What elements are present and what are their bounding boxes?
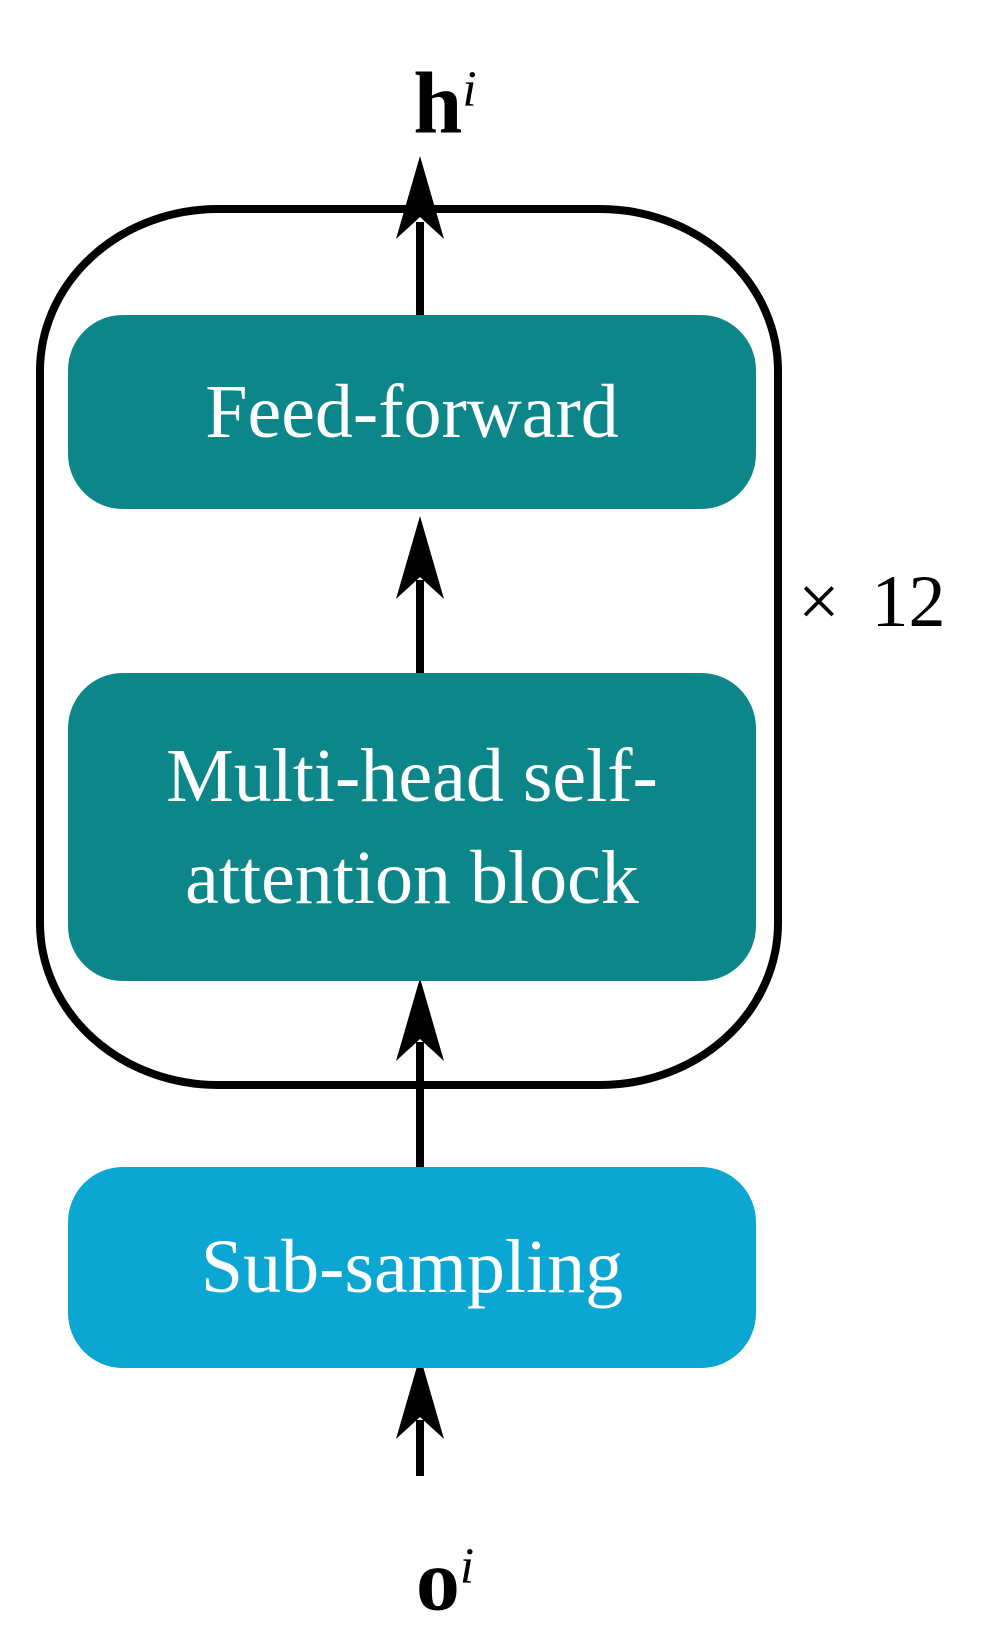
arrow-head-icon bbox=[396, 978, 444, 1061]
input-superscript: i bbox=[459, 1539, 475, 1595]
output-label: hi bbox=[295, 46, 595, 149]
attention-label-line2: attention block bbox=[185, 836, 639, 920]
input-symbol: o bbox=[415, 1532, 460, 1630]
arrow-attention-to-feedforward bbox=[396, 516, 444, 678]
input-label: oi bbox=[295, 1523, 595, 1626]
output-symbol: h bbox=[413, 55, 463, 153]
arrow-input-to-subsampling bbox=[396, 1356, 444, 1476]
sub-sampling-label: Sub-sampling bbox=[200, 1225, 624, 1309]
arrow-head-icon bbox=[396, 1356, 444, 1439]
feed-forward-block: Feed-forward bbox=[68, 315, 756, 509]
arrow-feedforward-to-output bbox=[396, 156, 444, 320]
arrow-head-icon bbox=[396, 156, 444, 239]
output-superscript: i bbox=[462, 62, 477, 118]
feed-forward-label: Feed-forward bbox=[205, 369, 619, 454]
arrow-subsampling-to-attention bbox=[396, 978, 444, 1172]
sub-sampling-block: Sub-sampling bbox=[68, 1167, 756, 1368]
attention-label-line1: Multi-head self- bbox=[166, 734, 658, 818]
arrow-head-icon bbox=[396, 516, 444, 599]
multi-head-self-attention-block: Multi-head self- attention block bbox=[68, 673, 756, 981]
repeat-count-label: × 12 bbox=[798, 561, 946, 643]
